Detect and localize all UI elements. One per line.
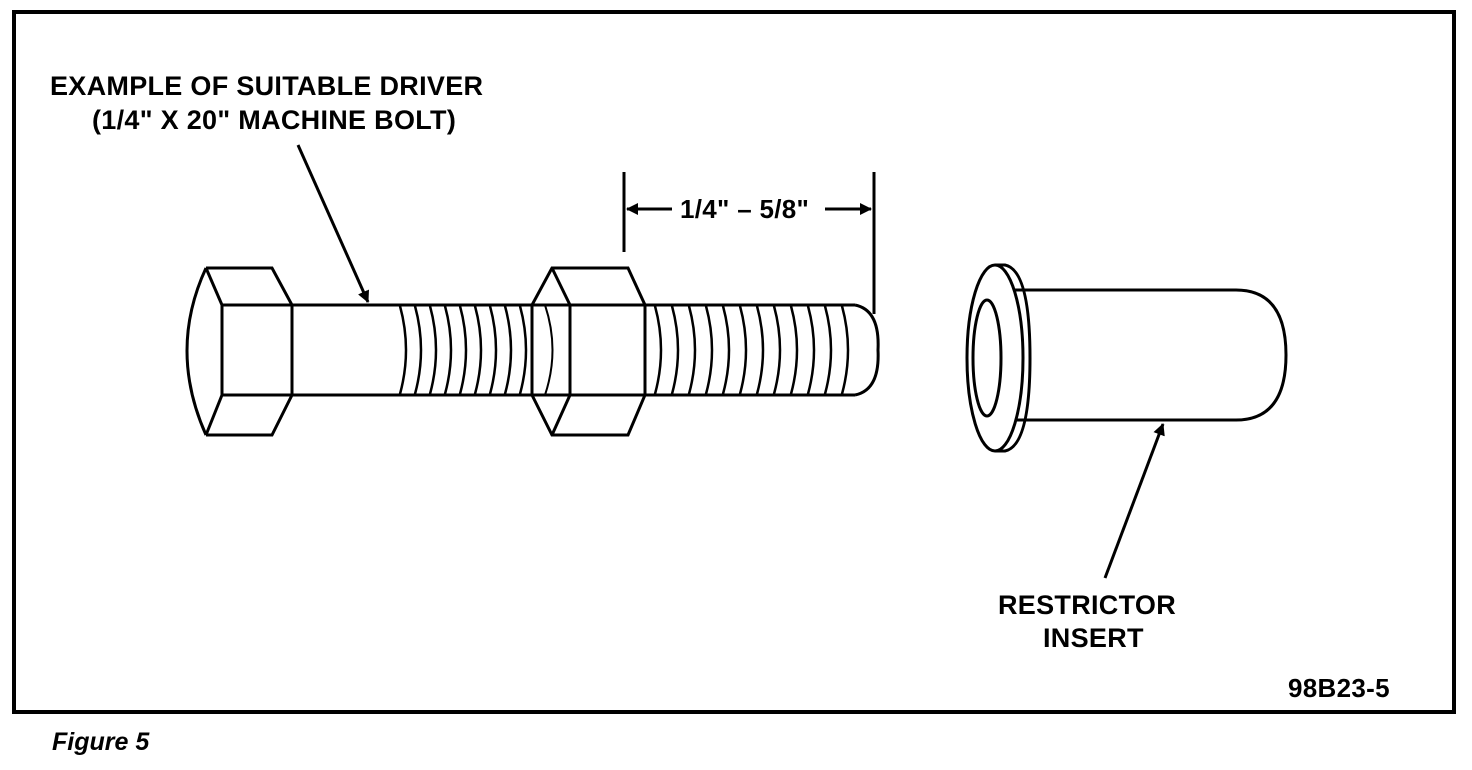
insert-body [1010,288,1288,422]
bolt-shank [292,303,540,397]
driver-label-line2: (1/4" X 20" MACHINE BOLT) [92,105,457,135]
driver-label-line1: EXAMPLE OF SUITABLE DRIVER [50,71,484,101]
insert-bore [971,298,1003,418]
insert-label-line2: INSERT [1043,623,1144,653]
insert-flange-rim [995,263,1032,453]
bolt-threads-left [398,305,528,395]
figure-frame [12,10,1456,714]
figure-caption: Figure 5 [52,728,150,756]
bolt-head [185,266,294,437]
insert-label-line1: RESTRICTOR [998,590,1177,620]
machine-bolt [185,266,880,437]
figure-code: 98B23-5 [1288,673,1390,703]
nut [530,266,647,437]
restrictor-insert [965,263,1288,453]
insert-leader-arrow [1103,423,1165,579]
bolt-threaded-end [645,303,880,397]
dimension-label: 1/4" – 5/8" [680,194,810,224]
bolt-threads-right [653,305,850,395]
dimension-marker [622,172,876,314]
driver-leader-arrow [296,144,370,303]
